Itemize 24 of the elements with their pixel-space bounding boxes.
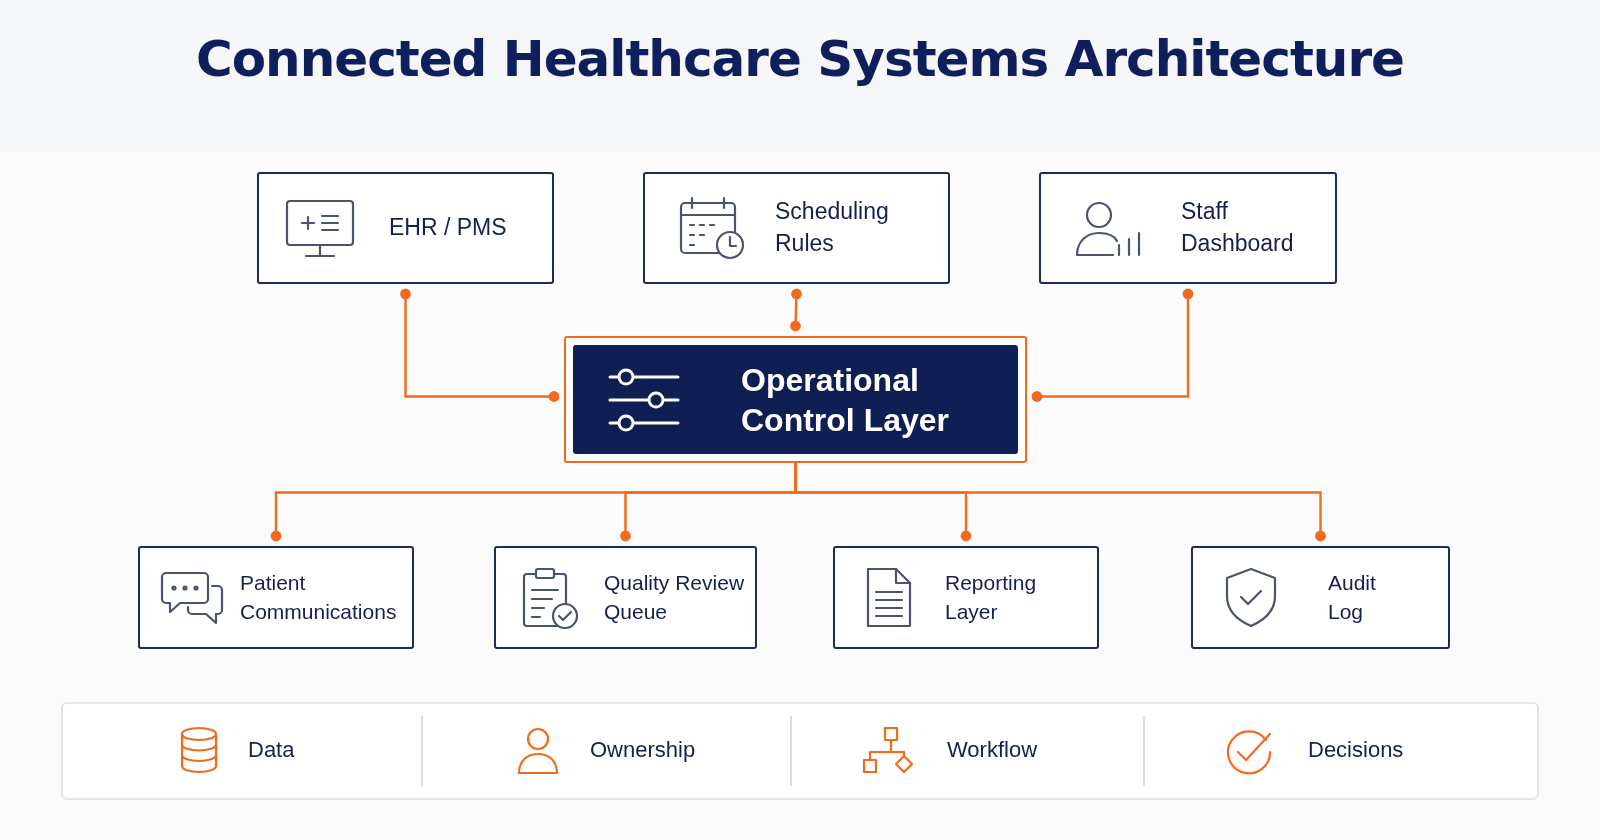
system-box — [643, 172, 950, 284]
category-label: Ownership — [590, 737, 696, 763]
category-label: Decisions — [1308, 737, 1404, 763]
layer-title: Operational Control Layer — [741, 360, 951, 440]
connector-line — [790, 288, 802, 332]
system-name: Patient Communications — [240, 569, 398, 625]
system-box — [257, 172, 554, 284]
system-name: EHR / PMS — [389, 213, 507, 243]
system-box — [494, 546, 757, 649]
system-box — [833, 546, 1099, 649]
system-name: Staff Dashboard — [1181, 197, 1295, 258]
system-name: Scheduling Rules — [775, 197, 889, 258]
system-box — [138, 546, 414, 649]
system-box — [1039, 172, 1337, 284]
system-name: Audit Log — [1328, 569, 1377, 625]
title: Connected Healthcare Systems Architecture — [195, 30, 1405, 88]
category-label: Data — [248, 737, 295, 763]
connector-line — [400, 288, 560, 402]
system-name: Reporting Layer — [945, 569, 1037, 625]
system-box — [1191, 546, 1450, 649]
connector-line — [1031, 288, 1194, 402]
control-layer-box — [564, 336, 1027, 463]
category-label: Workflow — [947, 737, 1038, 763]
system-name: Quality Review Queue — [604, 569, 746, 625]
